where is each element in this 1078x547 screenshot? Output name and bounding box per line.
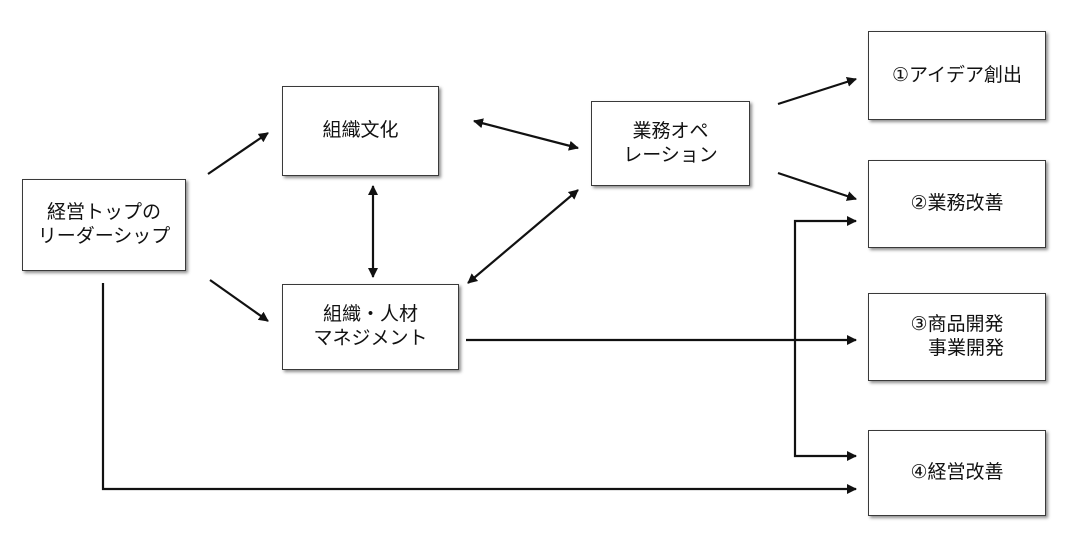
- node-product-line-1: ③商品開発: [910, 313, 1004, 336]
- node-product-line-2: 事業開発: [927, 337, 1004, 359]
- connector-bracket-to-improvement: [793, 216, 857, 340]
- node-improvement-line-1: ②業務改善: [910, 192, 1004, 215]
- node-operations-line-2: レーション: [623, 143, 718, 166]
- arrow-operations-to-idea: [777, 76, 857, 106]
- node-product-development: ③商品開発 事業開発: [868, 293, 1046, 381]
- node-culture: 組織文化: [282, 86, 439, 176]
- node-operations-line-1: 業務オペ: [632, 119, 709, 142]
- arrow-leadership-to-hr: [209, 279, 269, 322]
- node-business-improvement: ②業務改善: [868, 160, 1046, 248]
- node-leadership: 経営トップの リーダーシップ: [22, 179, 186, 271]
- node-management-improvement: ④経営改善: [868, 430, 1046, 516]
- node-idea-creation: ①アイデア創出: [868, 31, 1046, 120]
- arrow-leadership-to-management: [101, 283, 857, 494]
- arrow-leadership-to-culture: [207, 132, 269, 175]
- node-leadership-line-2: リーダーシップ: [37, 225, 171, 247]
- node-culture-line-1: 組織文化: [322, 119, 399, 142]
- node-idea-line-1: ①アイデア創出: [891, 63, 1023, 86]
- node-hr-line-2: マネジメント: [313, 327, 428, 349]
- connector-bracket-to-management: [793, 340, 857, 461]
- node-management-line-1: ④経営改善: [910, 461, 1004, 484]
- node-hr-management: 組織・人材 マネジメント: [282, 284, 459, 370]
- arrow-culture-operations-bidirectional: [473, 118, 579, 151]
- arrow-operations-to-improvement: [777, 171, 857, 201]
- node-hr-line-1: 組織・人材: [322, 303, 418, 326]
- node-leadership-line-1: 経営トップの: [46, 201, 161, 224]
- node-operations: 業務オペ レーション: [591, 101, 750, 186]
- arrow-hr-operations-bidirectional: [467, 189, 579, 284]
